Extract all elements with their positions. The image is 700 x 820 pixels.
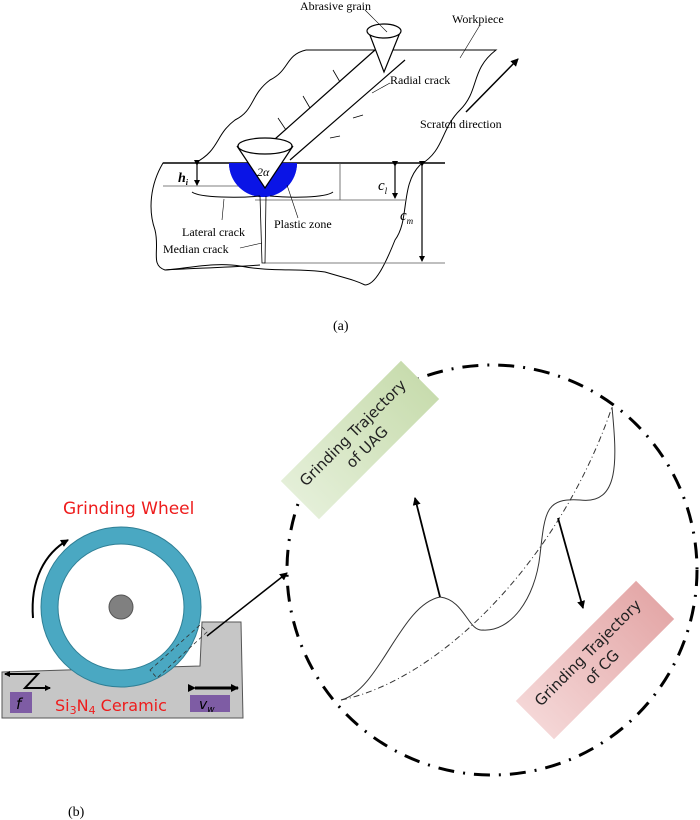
- label-lateral-crack: Lateral crack: [182, 225, 245, 239]
- zoom-arrow: [206, 572, 288, 637]
- speed-badge: [190, 695, 230, 712]
- groove-edge-lower: [289, 59, 406, 161]
- wheel-hub: [108, 594, 134, 620]
- caption-b: (b): [68, 805, 85, 820]
- abrasive-grain-lower: [236, 137, 294, 190]
- grinding-wheel-label: Grinding Wheel: [63, 499, 194, 519]
- label-workpiece: Workpiece: [452, 12, 504, 26]
- label-cm: cm: [400, 208, 414, 226]
- figure-a: Abrasive grain Workpiece Radial crack Sc…: [150, 0, 519, 334]
- uag-pointer-arrow: [412, 497, 441, 598]
- label-scratch-direction: Scratch direction: [420, 117, 502, 131]
- workpiece-bottom-outline: [164, 264, 366, 286]
- label-median-crack: Median crack: [163, 242, 229, 256]
- scratch-direction-arrow: [465, 58, 519, 113]
- magnified-view-circle: [285, 363, 699, 777]
- label-radial-crack: Radial crack: [390, 73, 450, 87]
- ceramic-label: Si3N4 Ceramic: [55, 696, 167, 717]
- cg-pointer-arrow: [557, 517, 585, 609]
- radial-cracks: [277, 69, 364, 139]
- label-angle: 2α: [257, 165, 270, 179]
- uag-label-box: Grinding Trajectory of UAG: [280, 360, 440, 520]
- feed-label: f: [16, 695, 24, 713]
- lateral-crack: [191, 191, 334, 198]
- speed-label: vw: [199, 697, 215, 715]
- abrasive-grain-upper: [366, 23, 402, 74]
- label-hi: hi: [178, 171, 189, 187]
- leader-lines: [221, 9, 481, 249]
- label-cl: cl: [378, 178, 388, 196]
- figure-b: f vw Grinding Wheel Si3N4 Ceramic Grindi…: [1, 360, 699, 820]
- cg-label-box: Grinding Trajectory of CG: [515, 580, 675, 740]
- feed-z-path: [10, 673, 51, 691]
- feed-badge: [10, 692, 32, 713]
- cg-trajectory-dashed: [340, 406, 613, 701]
- label-plastic-zone: Plastic zone: [274, 217, 332, 231]
- uag-trajectory-solid: [340, 406, 616, 701]
- contact-zone-box: [149, 624, 208, 679]
- label-abrasive-grain: Abrasive grain: [300, 0, 371, 13]
- groove-edge-upper: [274, 49, 376, 140]
- caption-a: (a): [333, 319, 349, 334]
- rotation-arrow: [31, 539, 69, 619]
- median-crack: [259, 195, 267, 264]
